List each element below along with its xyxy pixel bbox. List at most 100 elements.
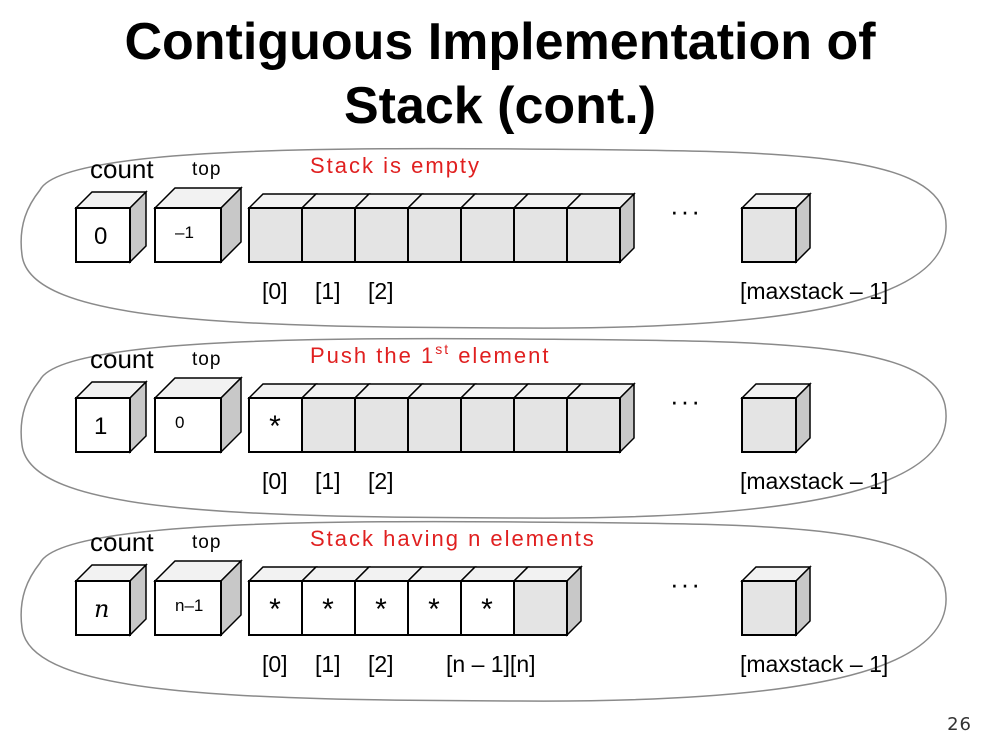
array-cell	[459, 193, 530, 263]
array-cell-front-face	[354, 207, 409, 263]
top-box-front-face	[154, 207, 222, 263]
last-array-cell	[740, 565, 812, 637]
stack-panel-2: count top Push the 1st element 1 0 * ··· [0] [1]…	[20, 337, 947, 519]
count-label: count	[90, 527, 154, 557]
last-array-cell	[740, 192, 812, 264]
count-box-front-face	[75, 397, 131, 453]
maxstack-index-label: [maxstack – 1]	[740, 468, 888, 494]
array-cell-front-face	[354, 397, 409, 453]
top-value: n–1	[175, 596, 203, 615]
last-array-cell-front-face	[741, 397, 797, 453]
index-label: [1]	[315, 651, 341, 677]
array-cell	[247, 193, 318, 263]
array-cell	[512, 193, 583, 263]
array-cell-front-face	[248, 397, 303, 453]
array-cell-front-face	[460, 207, 515, 263]
array-cell	[300, 566, 371, 636]
index-label: [2]	[368, 278, 394, 304]
top-value: –1	[175, 223, 194, 242]
array-cell	[406, 383, 477, 453]
array-cell	[565, 192, 636, 264]
array-cell	[353, 193, 424, 263]
title-line-2: Stack (cont.)	[343, 77, 657, 135]
stack-panel-3: count top Stack having n elements n n–1 * * * * *…	[20, 520, 947, 702]
index-label: [1]	[315, 278, 341, 304]
array-cell-front-face	[513, 397, 568, 453]
top-label: top	[192, 532, 221, 553]
index-label: [2]	[368, 468, 394, 494]
count-box-front-face	[75, 580, 131, 636]
array-cell-front-face	[513, 580, 568, 636]
count-value: n	[94, 595, 109, 623]
panel-outline	[20, 147, 947, 329]
index-label: [0]	[262, 278, 288, 304]
extra-index-label: [n – 1][n]	[446, 651, 536, 677]
count-box	[74, 190, 148, 264]
array-cell-front-face	[513, 207, 568, 263]
array-cell	[300, 193, 371, 263]
array-cell-front-face	[301, 207, 356, 263]
top-box	[153, 186, 243, 264]
panel-caption: Push the 1st element	[310, 341, 550, 368]
count-box	[74, 563, 148, 637]
count-value: 1	[94, 413, 107, 440]
title-line-1: Contiguous Implementation of	[124, 13, 876, 71]
array-cell-front-face	[460, 397, 515, 453]
panel-outline	[20, 337, 947, 519]
array-cell	[300, 383, 371, 453]
caption-rest: element	[450, 343, 550, 368]
cell-item: *	[269, 593, 281, 626]
count-value: 0	[94, 223, 107, 250]
array-cell-front-face	[301, 580, 356, 636]
maxstack-index-label: [maxstack – 1]	[740, 278, 888, 304]
top-box-front-face	[154, 397, 222, 453]
count-box-front-face	[75, 207, 131, 263]
last-array-cell-front-face	[741, 580, 797, 636]
page-number: 26	[947, 714, 972, 735]
array-cell-front-face	[301, 397, 356, 453]
array-cell	[512, 383, 583, 453]
cell-item: *	[428, 593, 440, 626]
top-box	[153, 376, 243, 454]
array-cell	[459, 566, 530, 636]
array-cell	[353, 383, 424, 453]
index-label: [0]	[262, 651, 288, 677]
index-label: [1]	[315, 468, 341, 494]
cell-item: *	[269, 410, 281, 443]
last-array-cell-front-face	[741, 207, 797, 263]
slide-title: Contiguous Implementation of Stack (cont…	[0, 10, 1000, 138]
top-label: top	[192, 349, 221, 370]
ellipsis: ···	[670, 386, 702, 416]
array-cell	[512, 565, 583, 637]
caption-superscript: st	[435, 341, 450, 357]
top-label: top	[192, 159, 221, 180]
array-cell-front-face	[566, 207, 621, 263]
cell-item: *	[481, 593, 493, 626]
top-value: 0	[175, 413, 184, 432]
array-cell-front-face	[354, 580, 409, 636]
maxstack-index-label: [maxstack – 1]	[740, 651, 888, 677]
stack-panel-1: count top Stack is empty 0 –1 ··· [0] [1] [2] [ma…	[20, 147, 947, 329]
top-box	[153, 559, 243, 637]
cell-item: *	[322, 593, 334, 626]
array-cell	[565, 382, 636, 454]
last-array-cell	[740, 382, 812, 454]
count-box	[74, 380, 148, 454]
panel-caption: Stack having n elements	[310, 526, 596, 551]
count-label: count	[90, 344, 154, 374]
array-cell-front-face	[248, 207, 303, 263]
ellipsis: ···	[670, 196, 702, 226]
array-cell-front-face	[566, 397, 621, 453]
ellipsis: ···	[670, 569, 702, 599]
panel-caption: Stack is empty	[310, 153, 481, 178]
array-cell-front-face	[407, 397, 462, 453]
index-label: [0]	[262, 468, 288, 494]
array-cell	[353, 566, 424, 636]
count-label: count	[90, 154, 154, 184]
cell-item: *	[375, 593, 387, 626]
panel-outline	[20, 520, 947, 702]
top-box-front-face	[154, 580, 222, 636]
array-cell-front-face	[407, 207, 462, 263]
array-cell	[247, 383, 318, 453]
